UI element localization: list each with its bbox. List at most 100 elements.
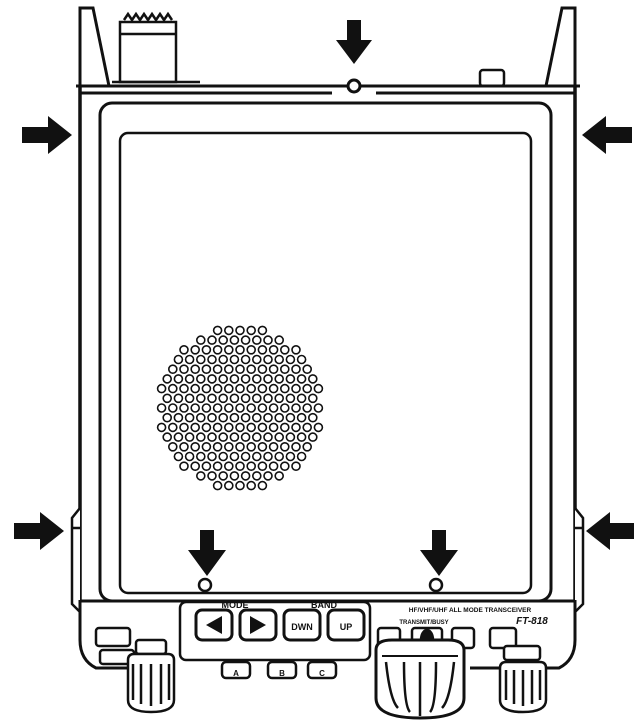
grille-hole — [179, 422, 189, 433]
front-panel — [78, 599, 577, 670]
grille-hole — [212, 422, 223, 433]
grille-hole — [296, 451, 307, 462]
grille-hole — [296, 374, 307, 384]
speaker-grille-icon — [156, 325, 324, 491]
grille-hole — [307, 374, 318, 384]
mode-right-button[interactable] — [238, 608, 278, 642]
grille-hole — [196, 393, 206, 404]
grille-hole — [212, 461, 223, 472]
grille-hole — [240, 374, 251, 384]
arrow-down-icon — [336, 20, 372, 64]
grille-hole — [196, 432, 206, 442]
grille-hole — [268, 422, 279, 433]
grille-hole — [268, 403, 279, 413]
grille-hole — [207, 335, 217, 345]
rear-post — [478, 68, 506, 88]
grille-hole — [268, 364, 279, 375]
grille-hole — [274, 393, 285, 404]
grille-hole — [212, 344, 223, 355]
grille-hole — [257, 403, 268, 413]
arrow-left-icon — [582, 116, 632, 154]
grille-hole — [212, 403, 223, 413]
grille-hole — [224, 480, 234, 491]
grille-hole — [274, 412, 285, 423]
grille-hole — [274, 354, 285, 365]
grille-hole — [190, 344, 200, 355]
grille-hole — [246, 344, 256, 355]
grille-hole — [235, 325, 245, 336]
soft-key-c[interactable]: C — [306, 660, 338, 680]
grille-hole — [184, 354, 195, 365]
grille-hole — [274, 432, 285, 442]
band-label: BAND — [311, 600, 337, 610]
grille-hole — [263, 412, 273, 423]
top-edge — [76, 78, 580, 95]
main-tuning-knob[interactable] — [374, 638, 466, 720]
side-brackets — [70, 507, 585, 613]
band-down-button[interactable]: DWN — [282, 608, 322, 642]
grille-hole — [168, 364, 178, 375]
grille-hole — [218, 471, 228, 481]
soft-key-a-label: A — [233, 669, 239, 678]
grille-hole — [279, 403, 290, 413]
grille-hole — [196, 335, 206, 345]
grille-hole — [173, 451, 184, 462]
grille-hole — [201, 441, 212, 452]
grille-hole — [156, 422, 167, 433]
grille-hole — [274, 335, 285, 345]
grille-hole — [263, 432, 273, 442]
brand-line: HF/VHF/UHF ALL MODE TRANSCEIVER — [409, 607, 532, 614]
grille-hole — [168, 441, 178, 452]
grille-hole — [207, 374, 217, 384]
grille-hole — [313, 422, 324, 433]
grille-hole — [207, 432, 217, 442]
soft-key-a[interactable]: A — [220, 660, 252, 680]
grille-hole — [291, 403, 301, 413]
grille-hole — [285, 432, 296, 442]
grille-hole — [207, 471, 217, 481]
grille-hole — [251, 451, 262, 462]
grille-hole — [235, 480, 245, 491]
grille-hole — [246, 383, 256, 394]
grille-hole — [173, 432, 184, 442]
left-knob[interactable] — [126, 638, 176, 714]
grille-hole — [224, 403, 234, 413]
grille-hole — [246, 461, 256, 472]
grille-hole — [229, 374, 240, 384]
grille-hole — [212, 441, 223, 452]
grille-hole — [179, 383, 189, 394]
grille-hole — [235, 422, 245, 433]
soft-key-b[interactable]: B — [266, 660, 298, 680]
grille-hole — [196, 354, 206, 365]
grille-hole — [173, 393, 184, 404]
grille-hole — [240, 451, 251, 462]
grille-hole — [212, 383, 223, 394]
grille-hole — [257, 364, 268, 375]
grille-hole — [184, 393, 195, 404]
grille-hole — [224, 441, 234, 452]
screw-icon — [428, 577, 444, 593]
grille-hole — [173, 374, 184, 384]
grille-hole — [279, 383, 290, 394]
bottom-screws — [197, 577, 444, 593]
grille-hole — [291, 422, 301, 433]
band-up-button[interactable]: UP — [326, 608, 366, 642]
mode-left-button[interactable] — [194, 608, 234, 642]
grille-hole — [246, 441, 256, 452]
grille-hole — [201, 422, 212, 433]
grille-hole — [201, 461, 212, 472]
grille-hole — [201, 383, 212, 394]
grille-hole — [296, 412, 307, 423]
grille-hole — [302, 422, 313, 433]
grille-hole — [302, 364, 313, 375]
grille-hole — [201, 364, 212, 375]
grille-hole — [168, 422, 178, 433]
antenna-connector — [112, 11, 200, 84]
status-label: TRANSMIT/BUSY — [399, 620, 448, 626]
grille-hole — [257, 383, 268, 394]
grille-hole — [285, 451, 296, 462]
grille-hole — [173, 412, 184, 423]
grille-hole — [246, 403, 256, 413]
right-knob[interactable] — [498, 644, 548, 714]
grille-hole — [257, 422, 268, 433]
